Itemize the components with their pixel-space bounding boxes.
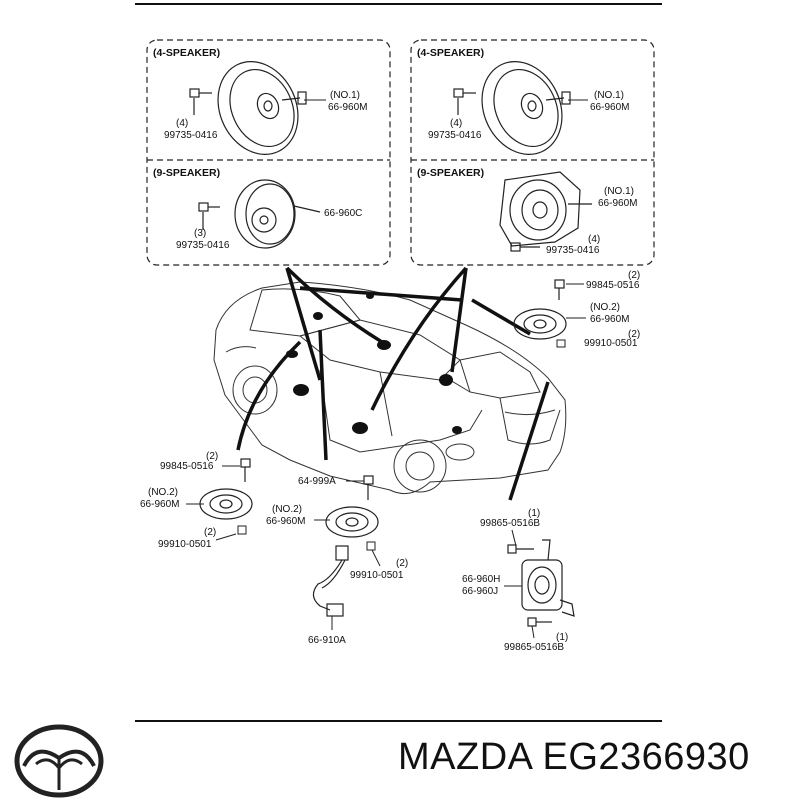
bracket-speaker-icon [521,539,575,617]
tw-top-part: 99865-0516B [480,518,540,529]
center-speaker: 66-960M [266,516,305,527]
screw-icon [507,544,534,554]
speaker-location-markers [286,293,462,434]
screw-icon [189,88,212,115]
brand-name: MAZDA [398,736,532,778]
screw-icon [510,242,540,252]
footer-part-label: MAZDA EG2366930 [398,736,750,779]
rr-no: (NO.2) [590,302,620,313]
mazda-logo-icon [14,724,104,798]
center-bolt-part: 64-999A [298,476,336,487]
bl-speaker: 66-960C [324,208,362,219]
screw-icon [453,88,476,115]
round-speaker-icon [234,179,321,249]
tw-j-part: 66-960J [462,586,498,597]
inset-br-title: (9-SPEAKER) [417,167,484,179]
nut-icon [366,541,376,551]
center-nut-qty: (2) [396,558,408,569]
inset-right: (4-SPEAKER) (4) 99735-0416 (NO.1) 66-960… [410,39,655,266]
tr-no: (NO.1) [594,90,624,101]
harness-part: 66-910A [308,635,346,646]
center-nut-part: 99910-0501 [350,570,404,581]
tw-top-qty: (1) [528,508,540,519]
lf-nut-part: 99910-0501 [158,539,212,550]
br-no: (NO.1) [604,186,634,197]
oval-speaker-icon [481,61,571,155]
speaker-icon [513,308,567,340]
tr-qty: (4) [450,118,462,129]
vehicle-illustration [213,281,567,495]
rr-nut-qty: (2) [628,329,640,340]
tl-no: (NO.1) [330,90,360,101]
br-qty: (4) [588,234,600,245]
tl-speaker: 66-960M [328,102,367,113]
wire-harness-icon [312,545,349,617]
inset-tr-title: (4-SPEAKER) [417,47,484,59]
speaker-icon [199,488,253,520]
screw-icon [198,202,220,230]
lf-speaker: 66-960M [140,499,179,510]
bl-qty: (3) [194,228,206,239]
lf-screw-qty: (2) [206,451,218,462]
left-door-speaker-assembly: (2) 99845-0516 (NO.2) 66-960M (2) 99910-… [140,451,253,550]
leader-lines [236,266,550,501]
br-screw-part: 99735-0416 [546,245,600,256]
center-door-speaker-assembly: 64-999A (NO.2) 66-960M (2) 99910-0501 66… [266,475,408,646]
tw-h-part: 66-960H [462,574,500,585]
lf-nut-qty: (2) [204,527,216,538]
nut-icon [237,525,247,535]
inset-tl-title: (4-SPEAKER) [153,47,220,59]
tr-speaker: 66-960M [590,102,629,113]
center-no: (NO.2) [272,504,302,515]
lf-no: (NO.2) [148,487,178,498]
tweeter-assembly: (1) 99865-0516B 66-960H 66-960J (1) 9986… [462,508,575,653]
rear-speaker-assembly: (2) 99845-0516 (NO.2) 66-960M (2) 99910-… [513,270,640,349]
tr-screw-part: 99735-0416 [428,130,482,141]
tl-qty: (4) [176,118,188,129]
lf-screw-part: 99845-0516 [160,461,214,472]
rr-speaker: 66-960M [590,314,629,325]
inset-left: (4-SPEAKER) (4) 99735-0416 (NO.1) 66-960… [146,39,391,266]
br-speaker: 66-960M [598,198,637,209]
bolt-icon [554,279,565,300]
screw-icon [527,617,552,627]
oval-speaker-icon [217,61,307,155]
part-number: EG2366930 [542,736,750,778]
bolt-icon [240,458,251,482]
nut-icon [556,339,566,348]
rr-screw-qty: (2) [628,270,640,281]
tl-screw-part: 99735-0416 [164,130,218,141]
rr-screw-part: 99845-0516 [586,280,640,291]
tw-bot-part: 99865-0516B [504,642,564,653]
oval-speaker-icon [499,171,592,247]
tw-bot-qty: (1) [556,632,568,643]
rr-nut-part: 99910-0501 [584,338,638,349]
speaker-icon [325,506,379,538]
bl-screw-part: 99735-0416 [176,240,230,251]
inset-bl-title: (9-SPEAKER) [153,167,220,179]
bolt-icon [363,475,374,500]
